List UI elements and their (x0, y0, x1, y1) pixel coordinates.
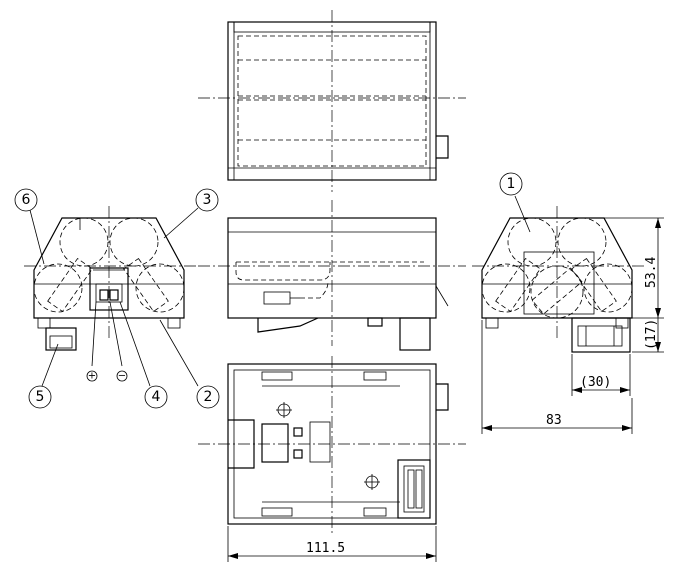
callout-5-label: 5 (36, 389, 45, 405)
bottom-view: 111.5 (198, 356, 466, 562)
callout-1-label: 1 (507, 176, 516, 192)
left-end-view: + − (24, 206, 199, 387)
dim-height-side: 53.4 (644, 257, 659, 288)
callout-5: 5 (28, 385, 52, 409)
callout-4: 4 (144, 385, 168, 409)
polarity-minus: − (118, 371, 126, 382)
callout-3-label: 3 (203, 192, 212, 208)
dim-sub-height: (17) (644, 319, 659, 350)
callout-2: 2 (196, 385, 220, 409)
top-view (198, 10, 466, 192)
right-end-view: 53.4 (17) (30) 83 (472, 195, 664, 434)
callout-4-label: 4 (152, 389, 161, 405)
dim-sub-width: (30) (580, 375, 611, 390)
front-view (198, 200, 466, 351)
callout-2-label: 2 (204, 389, 213, 405)
polarity-plus: + (88, 371, 96, 382)
callout-6-label: 6 (22, 192, 31, 208)
callout-3: 3 (195, 188, 219, 212)
dim-width-side: 83 (546, 413, 562, 428)
dim-width-bottom: 111.5 (306, 541, 345, 556)
callout-6: 6 (14, 188, 38, 212)
callout-1: 1 (499, 172, 523, 196)
